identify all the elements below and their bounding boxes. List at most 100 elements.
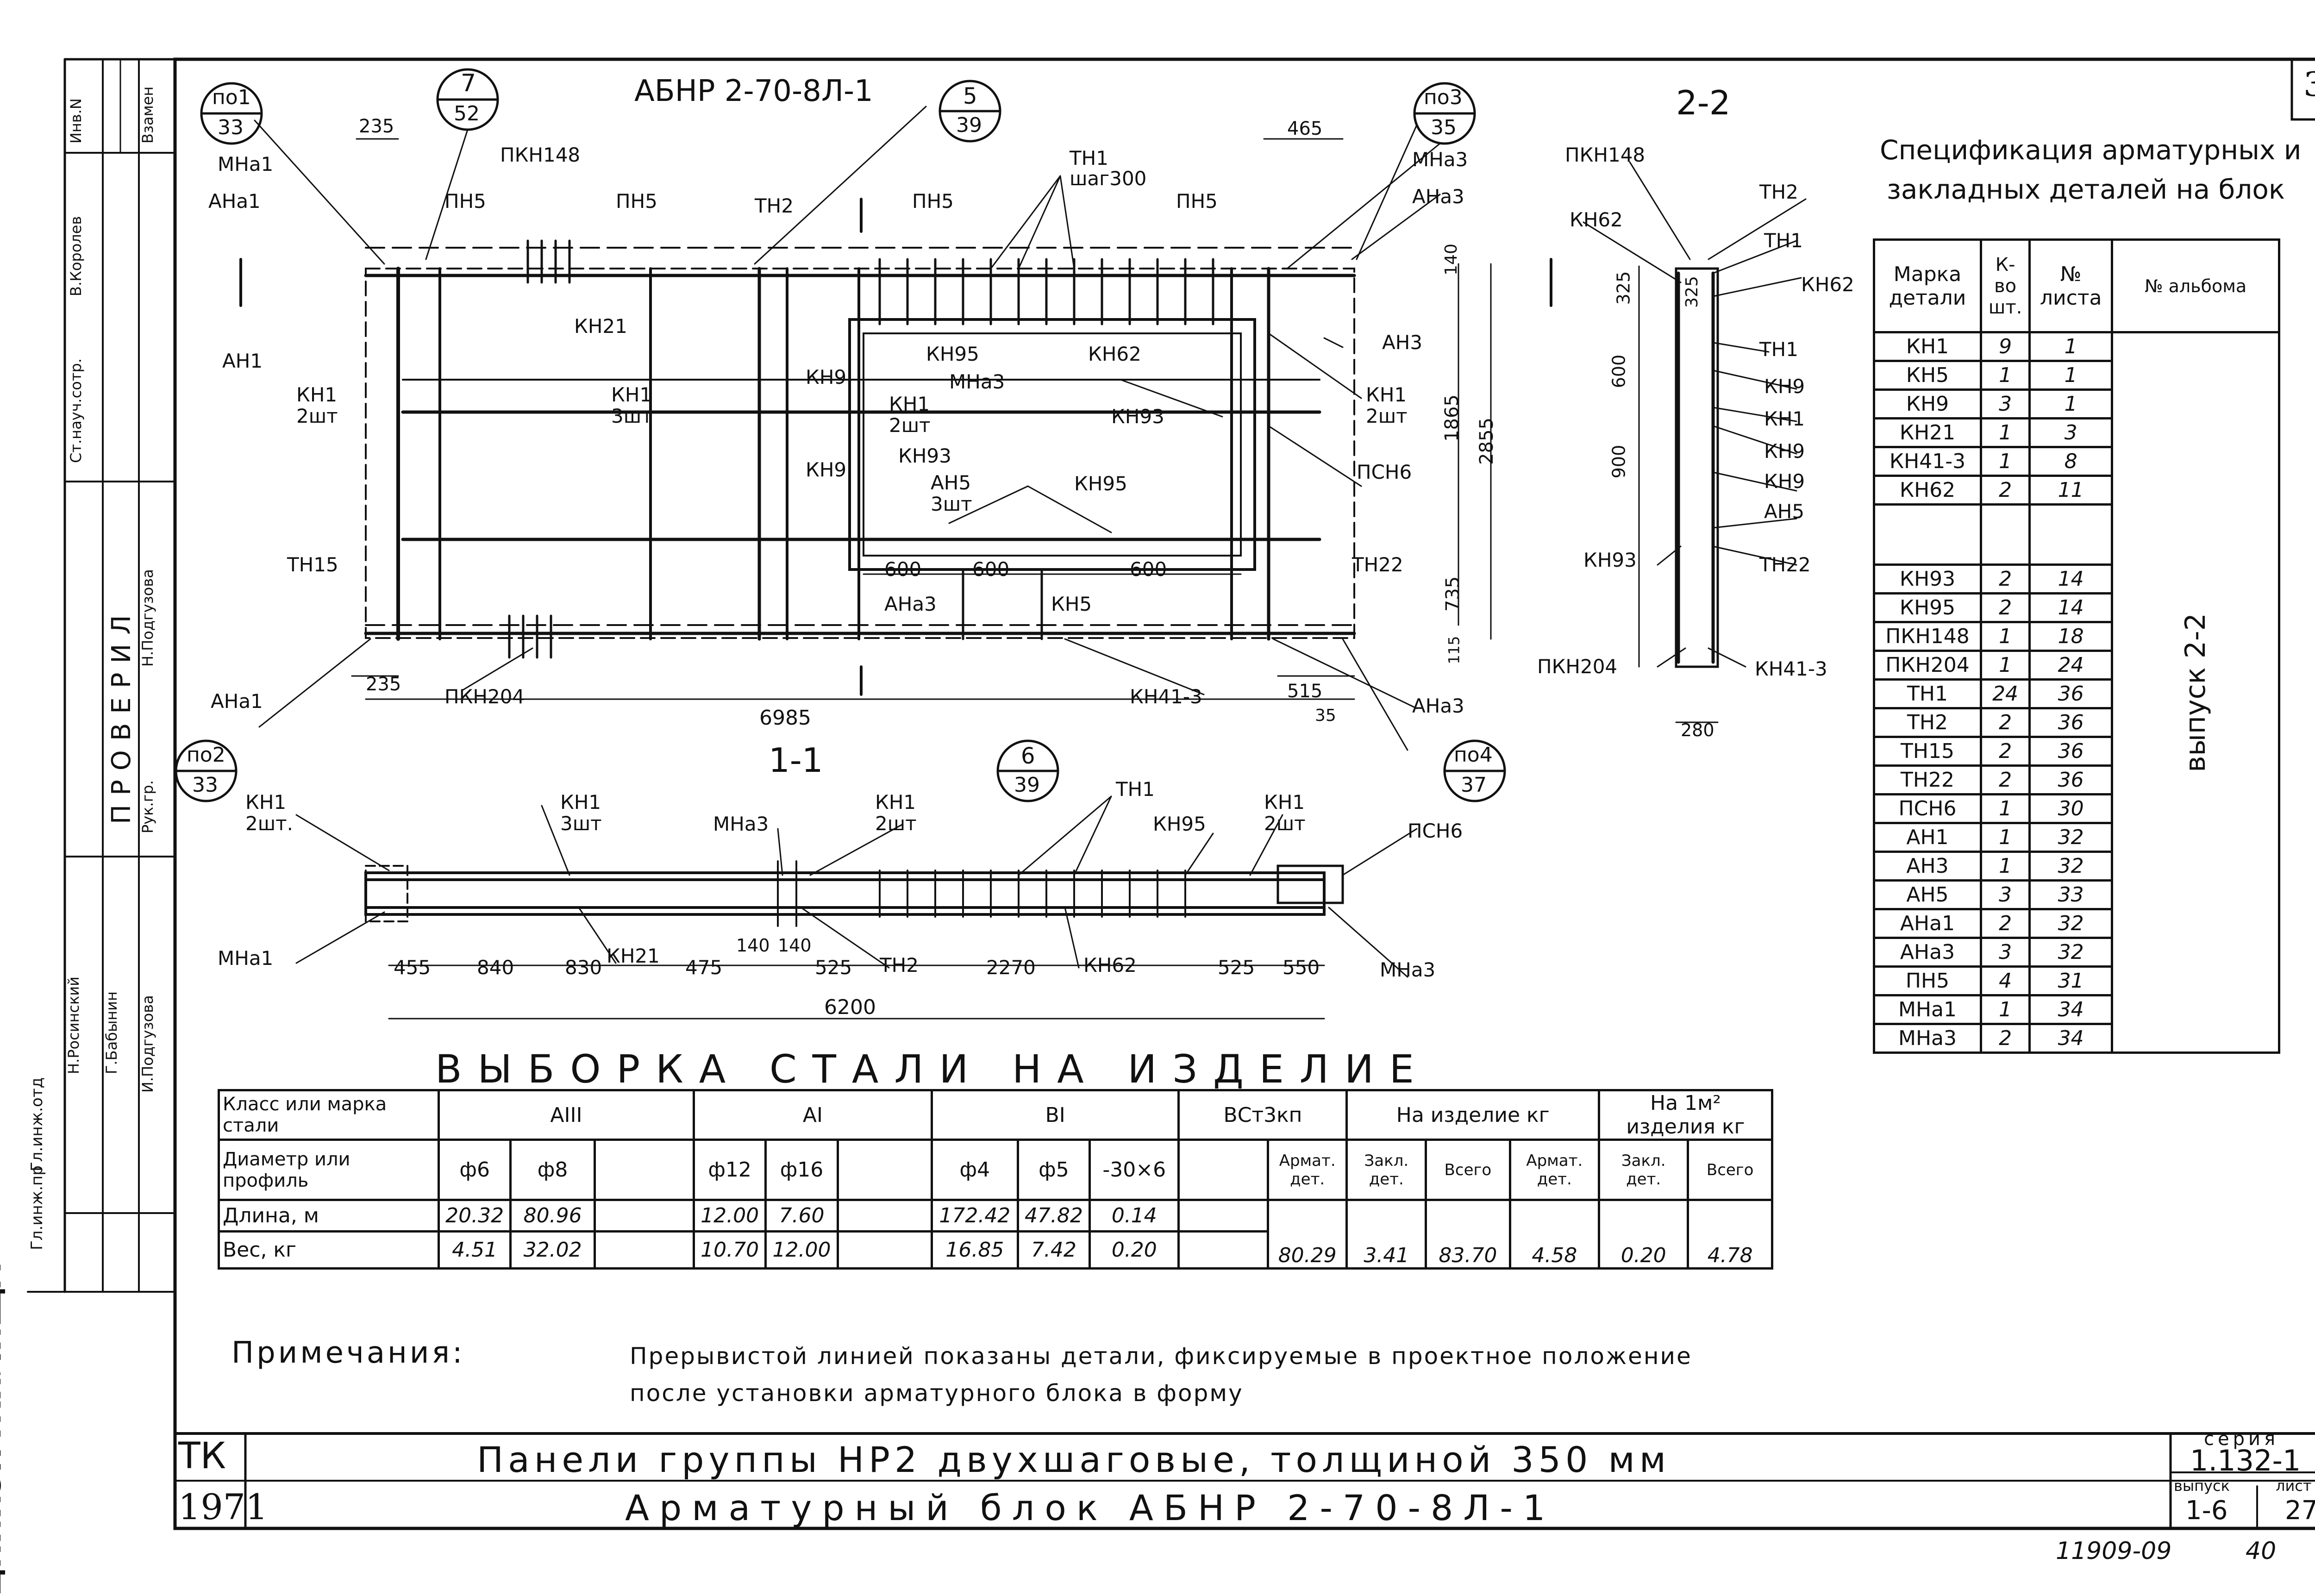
album-note: выпуск 2-2: [2179, 613, 2212, 772]
bubble-bottom: 37: [1461, 773, 1487, 797]
bubble-bottom: 52: [454, 102, 480, 125]
series-number: 1.132-1: [2190, 1444, 2301, 1477]
issue-label: выпуск: [2174, 1477, 2230, 1495]
bubble-top: по4: [1454, 743, 1493, 767]
stamp-row-label: Рук.гр.: [139, 780, 156, 833]
dimension-value: 600: [1130, 558, 1167, 581]
spec-cell: ПКН204: [1873, 650, 1982, 681]
dimension-value: 6200: [824, 995, 876, 1019]
bubble-bottom: 35: [1431, 116, 1457, 139]
spec-cell: 2: [1979, 736, 2031, 767]
spec-cell: АН1: [1873, 822, 1982, 853]
steel-cell: [836, 1230, 933, 1270]
callout-label: КН1: [1764, 407, 1805, 430]
dimension-value: 830: [565, 956, 602, 979]
spec-cell: 36: [2028, 678, 2114, 709]
steel-title: ВЫБОРКА СТАЛИ НА ИЗДЕЛИЕ: [435, 1046, 1430, 1092]
callout-label: КН1 2шт: [875, 791, 917, 835]
spec-cell: 2: [1979, 563, 2031, 595]
spec-cell: 2: [1979, 1023, 2031, 1054]
spec-cell: 3: [1979, 937, 2031, 968]
steel-total: 0.20: [1597, 1199, 1689, 1270]
callout-label: КН41-3: [1755, 657, 1827, 680]
callout-label: КН93: [898, 444, 951, 467]
callout-label: МНа3: [713, 813, 769, 835]
dimension-value: 115: [1445, 636, 1463, 664]
bubble-top: по2: [187, 743, 225, 767]
notes-label: Примечания:: [232, 1336, 465, 1370]
steel-total: 83.70: [1425, 1199, 1511, 1270]
spec-header: № листа: [2028, 238, 2114, 333]
steel-per-m2: На 1м² изделия кг: [1597, 1089, 1774, 1141]
spec-cell: 2: [1979, 764, 2031, 795]
stamp-name: В.Королев: [67, 216, 85, 296]
dimension-value: 840: [477, 956, 514, 979]
spec-cell: 1: [1979, 360, 2031, 391]
stamp-name: Г.Бабынин: [103, 991, 120, 1074]
spec-cell: 1: [1979, 994, 2031, 1025]
dimension-value: 900: [1608, 444, 1629, 479]
callout-label: КН95: [1153, 813, 1206, 835]
callout-label: КН62: [1801, 273, 1854, 296]
callout-label: КН1 3шт: [560, 791, 602, 835]
steel-total: 3.41: [1345, 1199, 1427, 1270]
bubble-top: 6: [1021, 743, 1035, 769]
callout-label: КН1 2шт: [296, 383, 338, 427]
spec-cell: 1: [1979, 851, 2031, 882]
spec-cell: 34: [2028, 1023, 2114, 1054]
spec-cell: 1: [1979, 822, 2031, 853]
steel-table: Класс или марка стали АIII АI ВI ВСт3кп …: [218, 1089, 1774, 1270]
spec-cell: АН3: [1873, 851, 1982, 882]
steel-row-label: Длина, м: [218, 1199, 440, 1233]
callout-label: АН5 3шт: [931, 471, 972, 515]
window-opening: [848, 318, 1256, 571]
spec-header: Марка детали: [1873, 238, 1982, 333]
dimension-value: 6985: [759, 706, 811, 730]
spec-cell: КН1: [1873, 331, 1982, 362]
dimension-value: 550: [1283, 956, 1320, 979]
steel-cell: [836, 1139, 933, 1201]
steel-total: 80.29: [1266, 1199, 1348, 1270]
spec-cell: 11: [2028, 475, 2114, 506]
steel-class: АI: [692, 1089, 933, 1141]
stamp-row-label: Гл.инж.пр: [28, 1165, 46, 1250]
sheet-number: 39: [2303, 65, 2315, 104]
spec-cell: КН93: [1873, 563, 1982, 595]
spec-cell: 14: [2028, 592, 2114, 623]
spec-cell: ТН22: [1873, 764, 1982, 795]
sheet-label: лист: [2276, 1477, 2312, 1495]
spec-cell: КН21: [1873, 417, 1982, 448]
spec-cell: 1: [2028, 388, 2114, 419]
callout-label: ПН5: [1176, 190, 1218, 213]
callout-label: ТН1: [1759, 338, 1798, 361]
spec-cell: 1: [2028, 331, 2114, 362]
spec-cell: 1: [2028, 360, 2114, 391]
spec-cell: АНа3: [1873, 937, 1982, 968]
steel-cell: 12.00: [692, 1199, 767, 1233]
steel-row-label: Класс или марка стали: [218, 1089, 440, 1141]
callout-label: КН93: [1583, 549, 1637, 571]
callout-label: ПКН204: [1537, 655, 1618, 678]
callout-label: АНа3: [1412, 185, 1464, 208]
steel-cell: ф6: [437, 1139, 512, 1201]
steel-subheader: Всего: [1687, 1139, 1773, 1201]
stamp-top-cell: Инв.N: [67, 98, 85, 144]
dimension-value: 1865: [1441, 394, 1463, 442]
callout-label: МНа1: [218, 153, 274, 175]
steel-subheader: Армат. дет.: [1266, 1139, 1348, 1201]
steel-cell: 172.42: [930, 1199, 1019, 1233]
dimension-value: 140: [1441, 244, 1461, 275]
dimension-value: 325: [1613, 271, 1634, 305]
callout-label: ТН2: [755, 194, 794, 217]
steel-cell: [1177, 1139, 1269, 1201]
dimension-value: 325: [1682, 276, 1702, 308]
dimension-value: 235: [359, 116, 394, 137]
steel-cell: 7.42: [1016, 1230, 1091, 1270]
notes-line1: Прерывистой линией показаны детали, фикс…: [630, 1343, 1692, 1370]
dimension-value: 735: [1442, 576, 1464, 612]
dimension-value: 600: [1608, 354, 1629, 388]
callout-label: ТН15: [287, 553, 338, 576]
callout-label: ПСН6: [1357, 461, 1412, 483]
callout-label: КН5: [1051, 593, 1092, 615]
steel-cell: 0.20: [1089, 1230, 1180, 1270]
